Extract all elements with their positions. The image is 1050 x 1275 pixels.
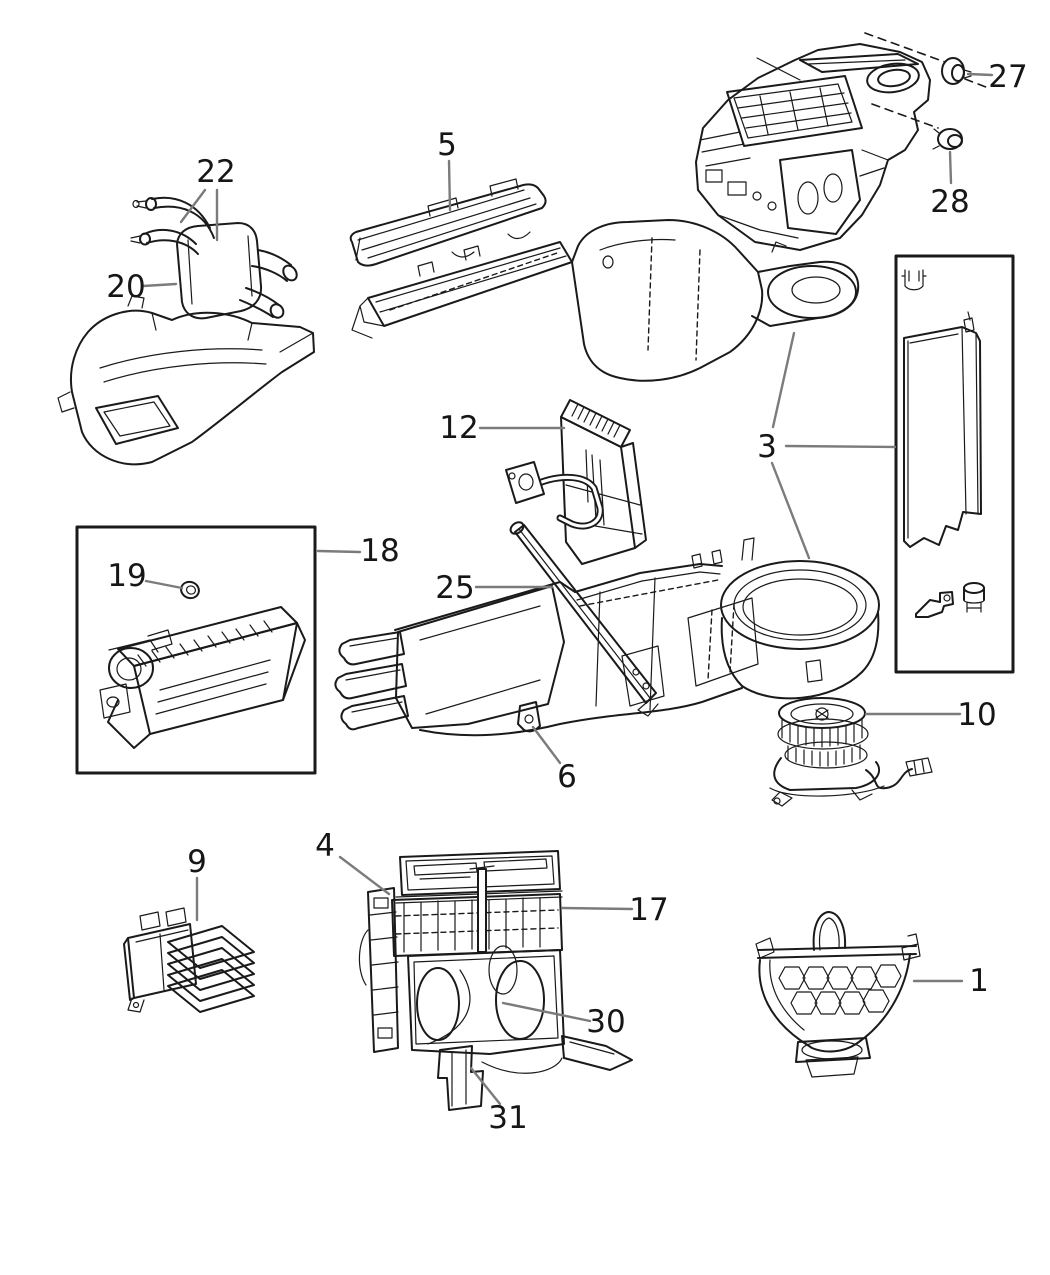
part-heater-core bbox=[99, 606, 306, 749]
leader-line-28 bbox=[948, 150, 953, 185]
callout-19[interactable]: 19 bbox=[107, 558, 146, 594]
dashed-leader-27 bbox=[864, 32, 946, 63]
callout-22[interactable]: 22 bbox=[196, 154, 235, 190]
callout-12[interactable]: 12 bbox=[439, 410, 478, 446]
leader-line-6 bbox=[531, 725, 562, 765]
part-lower-housing-half bbox=[334, 537, 880, 737]
callouts-layer: 27 28 22 20 5 12 3 18 19 25 6 10 9 4 17 30 31 1 bbox=[106, 59, 1027, 1136]
callout-31[interactable]: 31 bbox=[488, 1100, 527, 1136]
part-filter-seal-panel bbox=[903, 311, 982, 548]
leader-line-3 bbox=[771, 331, 796, 429]
leader-line-5 bbox=[447, 159, 452, 212]
leader-line-22 bbox=[179, 188, 207, 224]
part-upper-housing-half bbox=[351, 219, 860, 382]
callout-30[interactable]: 30 bbox=[586, 1004, 625, 1040]
callout-4[interactable]: 4 bbox=[315, 828, 335, 864]
part-blower-motor bbox=[769, 697, 933, 807]
clip-icon bbox=[901, 269, 927, 291]
part-heater-hoses-valve bbox=[130, 196, 298, 320]
housing-lower-box-30 bbox=[407, 949, 565, 1055]
mount-tab-6 bbox=[517, 701, 541, 733]
callout-5[interactable]: 5 bbox=[437, 127, 457, 163]
drain-spout-31 bbox=[437, 1045, 484, 1111]
kit-box-3-frame bbox=[894, 254, 1015, 674]
leader-line-20 bbox=[141, 282, 178, 288]
callout-1[interactable]: 1 bbox=[969, 963, 989, 999]
leader-line-19 bbox=[144, 579, 184, 590]
part-heater-ac-unit-assembly bbox=[695, 32, 992, 251]
part-blower-intake-housing bbox=[755, 911, 921, 1078]
leader-line-30 bbox=[501, 1001, 592, 1023]
leader-line-17 bbox=[560, 906, 634, 911]
callout-9[interactable]: 9 bbox=[187, 844, 207, 880]
part-grommet-fastener-27 bbox=[941, 57, 972, 85]
callout-20[interactable]: 20 bbox=[106, 269, 145, 305]
dashed-leader-28 bbox=[871, 103, 939, 129]
leader-line-3 bbox=[784, 444, 897, 449]
leader-line-27 bbox=[966, 72, 994, 77]
callout-3[interactable]: 3 bbox=[757, 429, 777, 465]
callout-10[interactable]: 10 bbox=[957, 697, 996, 733]
part-blower-resistor bbox=[123, 907, 255, 1013]
callout-25[interactable]: 25 bbox=[435, 570, 474, 606]
part-evaporator-core bbox=[505, 399, 647, 565]
callout-6[interactable]: 6 bbox=[557, 759, 577, 795]
part-push-pin-fastener-28 bbox=[932, 128, 963, 150]
leader-line-18 bbox=[316, 549, 362, 554]
part-support-rod bbox=[509, 521, 659, 717]
leader-line-3 bbox=[770, 461, 811, 560]
part-floor-distribution-duct bbox=[57, 295, 315, 466]
callout-17[interactable]: 17 bbox=[629, 892, 668, 928]
kit-box-18-frame bbox=[75, 525, 317, 775]
kit-box-3 bbox=[894, 254, 1015, 674]
recirc-cover-4 bbox=[399, 850, 561, 896]
leader-line-31 bbox=[469, 1066, 502, 1106]
dashed-leader-27b bbox=[964, 78, 992, 90]
callout-27[interactable]: 27 bbox=[988, 59, 1027, 95]
kit-box-18 bbox=[75, 525, 317, 775]
part-defroster-duct bbox=[349, 178, 547, 267]
leader-line-4 bbox=[338, 855, 391, 896]
part-cap bbox=[963, 582, 985, 613]
callout-18[interactable]: 18 bbox=[360, 533, 399, 569]
part-grommet-19 bbox=[180, 580, 200, 600]
callout-28[interactable]: 28 bbox=[930, 184, 969, 220]
part-mounting-bracket bbox=[915, 591, 954, 618]
part-recirc-distribution-housing bbox=[358, 850, 633, 1111]
